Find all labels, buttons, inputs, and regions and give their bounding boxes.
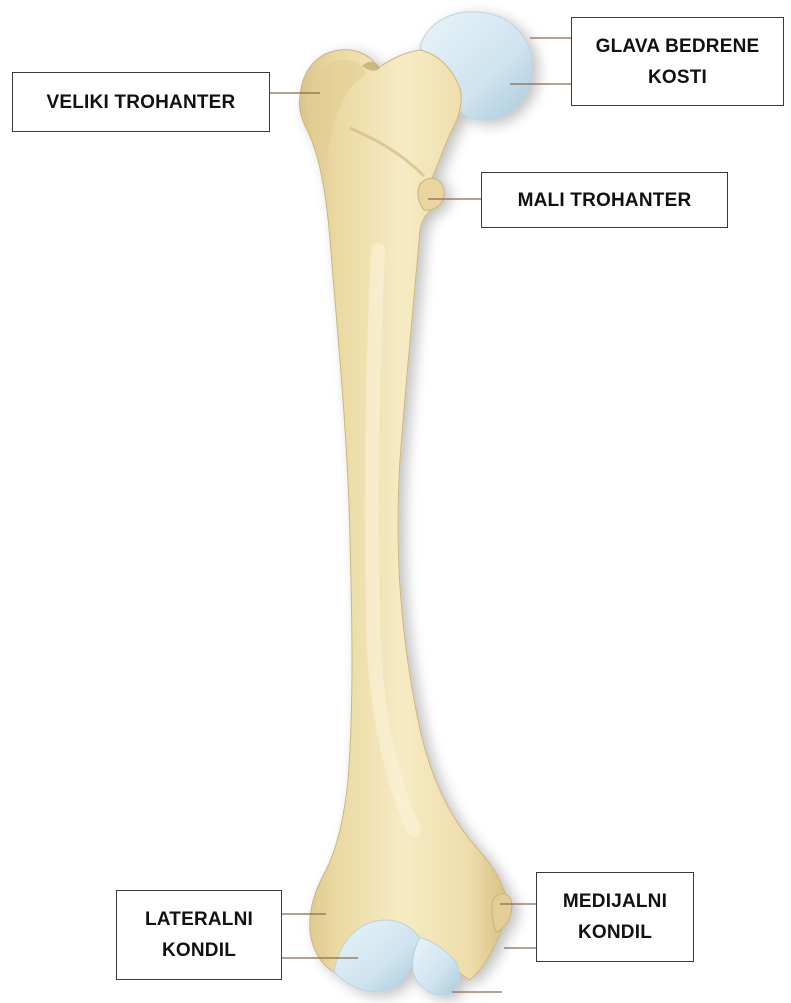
label-femoral-head-line2: KOSTI [648,67,707,88]
label-medial-condyle-line2: KONDIL [578,922,652,943]
label-medial-condyle-line1: MEDIJALNI [563,891,667,912]
label-medial-condyle: MEDIJALNI KONDIL [536,872,694,962]
label-greater-trochanter-text: VELIKI TROHANTER [47,92,236,113]
medial-epicondyle [492,894,512,932]
lesser-trochanter [418,178,444,210]
label-lateral-condyle-line1: LATERALNI [145,909,253,930]
label-femoral-head: GLAVA BEDRENE KOSTI [571,17,784,106]
label-femoral-head-line1: GLAVA BEDRENE [596,36,760,57]
label-greater-trochanter: VELIKI TROHANTER [12,72,270,132]
label-lesser-trochanter-text: MALI TROHANTER [518,190,692,211]
label-lesser-trochanter: MALI TROHANTER [481,172,728,228]
label-lateral-condyle-line2: KONDIL [162,940,236,961]
bone-group [299,12,532,995]
label-lateral-condyle: LATERALNI KONDIL [116,890,282,980]
femur-body [299,50,506,980]
